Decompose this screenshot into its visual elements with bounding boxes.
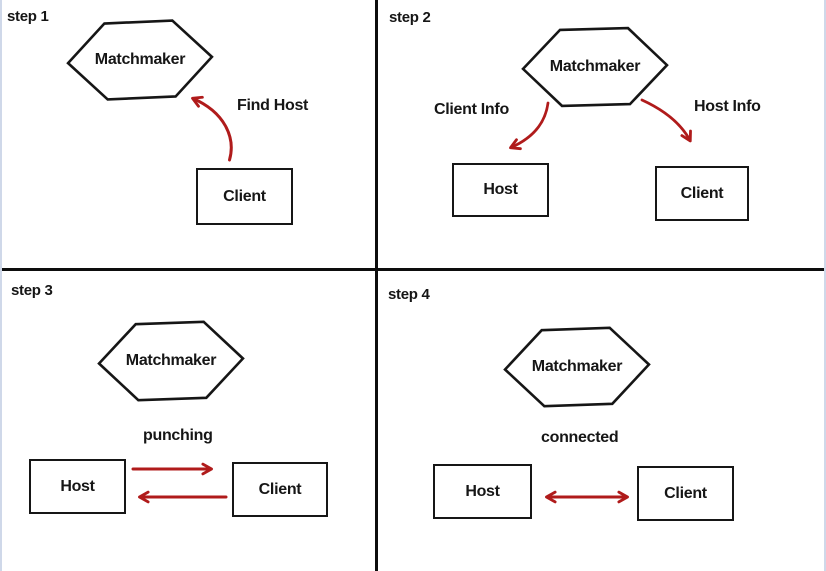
grid-horizontal-divider	[0, 268, 826, 271]
host-info-arrow	[640, 98, 692, 143]
client-node-step-3: Client	[232, 462, 328, 517]
step-3-label: step 3	[11, 282, 53, 299]
matchmaker-label-step-2: Matchmaker	[549, 58, 641, 75]
host-node-step-2-label: Host	[483, 181, 518, 198]
client-node-step-1: Client	[196, 168, 293, 225]
step-4-label: step 4	[388, 286, 430, 303]
client-info-arrow	[509, 101, 550, 151]
client-node-step-3-label: Client	[258, 480, 302, 498]
client-node-step-2: Client	[655, 166, 749, 221]
matchmaker-label-step-3: Matchmaker	[125, 352, 217, 369]
client-node-step-2-label: Client	[680, 184, 724, 202]
grid-vertical-divider	[375, 0, 378, 571]
find-host-edge-label: Find Host	[237, 97, 309, 114]
connected-edge-label: connected	[541, 429, 619, 446]
client-node-step-4-label: Client	[664, 484, 707, 502]
host-node-step-4-label: Host	[465, 482, 500, 500]
host-info-edge-label: Host Info	[694, 98, 761, 115]
step-1-label: step 1	[7, 8, 49, 25]
punching-edge-label: punching	[143, 427, 213, 444]
client-node-step-4: Client	[637, 466, 734, 521]
right-edge-strip	[824, 0, 826, 571]
host-node-step-3: Host	[29, 459, 126, 514]
client-node-step-1-label: Client	[223, 187, 266, 205]
host-node-step-2: Host	[452, 163, 549, 217]
matchmaker-label-step-4: Matchmaker	[531, 358, 623, 375]
find-host-arrow	[191, 95, 233, 162]
matchmaker-label-step-1: Matchmaker	[94, 51, 186, 68]
host-node-step-3-label: Host	[60, 477, 95, 495]
step-2-label: step 2	[389, 9, 431, 26]
left-edge-strip	[0, 0, 2, 571]
host-node-step-4: Host	[433, 464, 532, 519]
client-info-edge-label: Client Info	[434, 101, 509, 118]
